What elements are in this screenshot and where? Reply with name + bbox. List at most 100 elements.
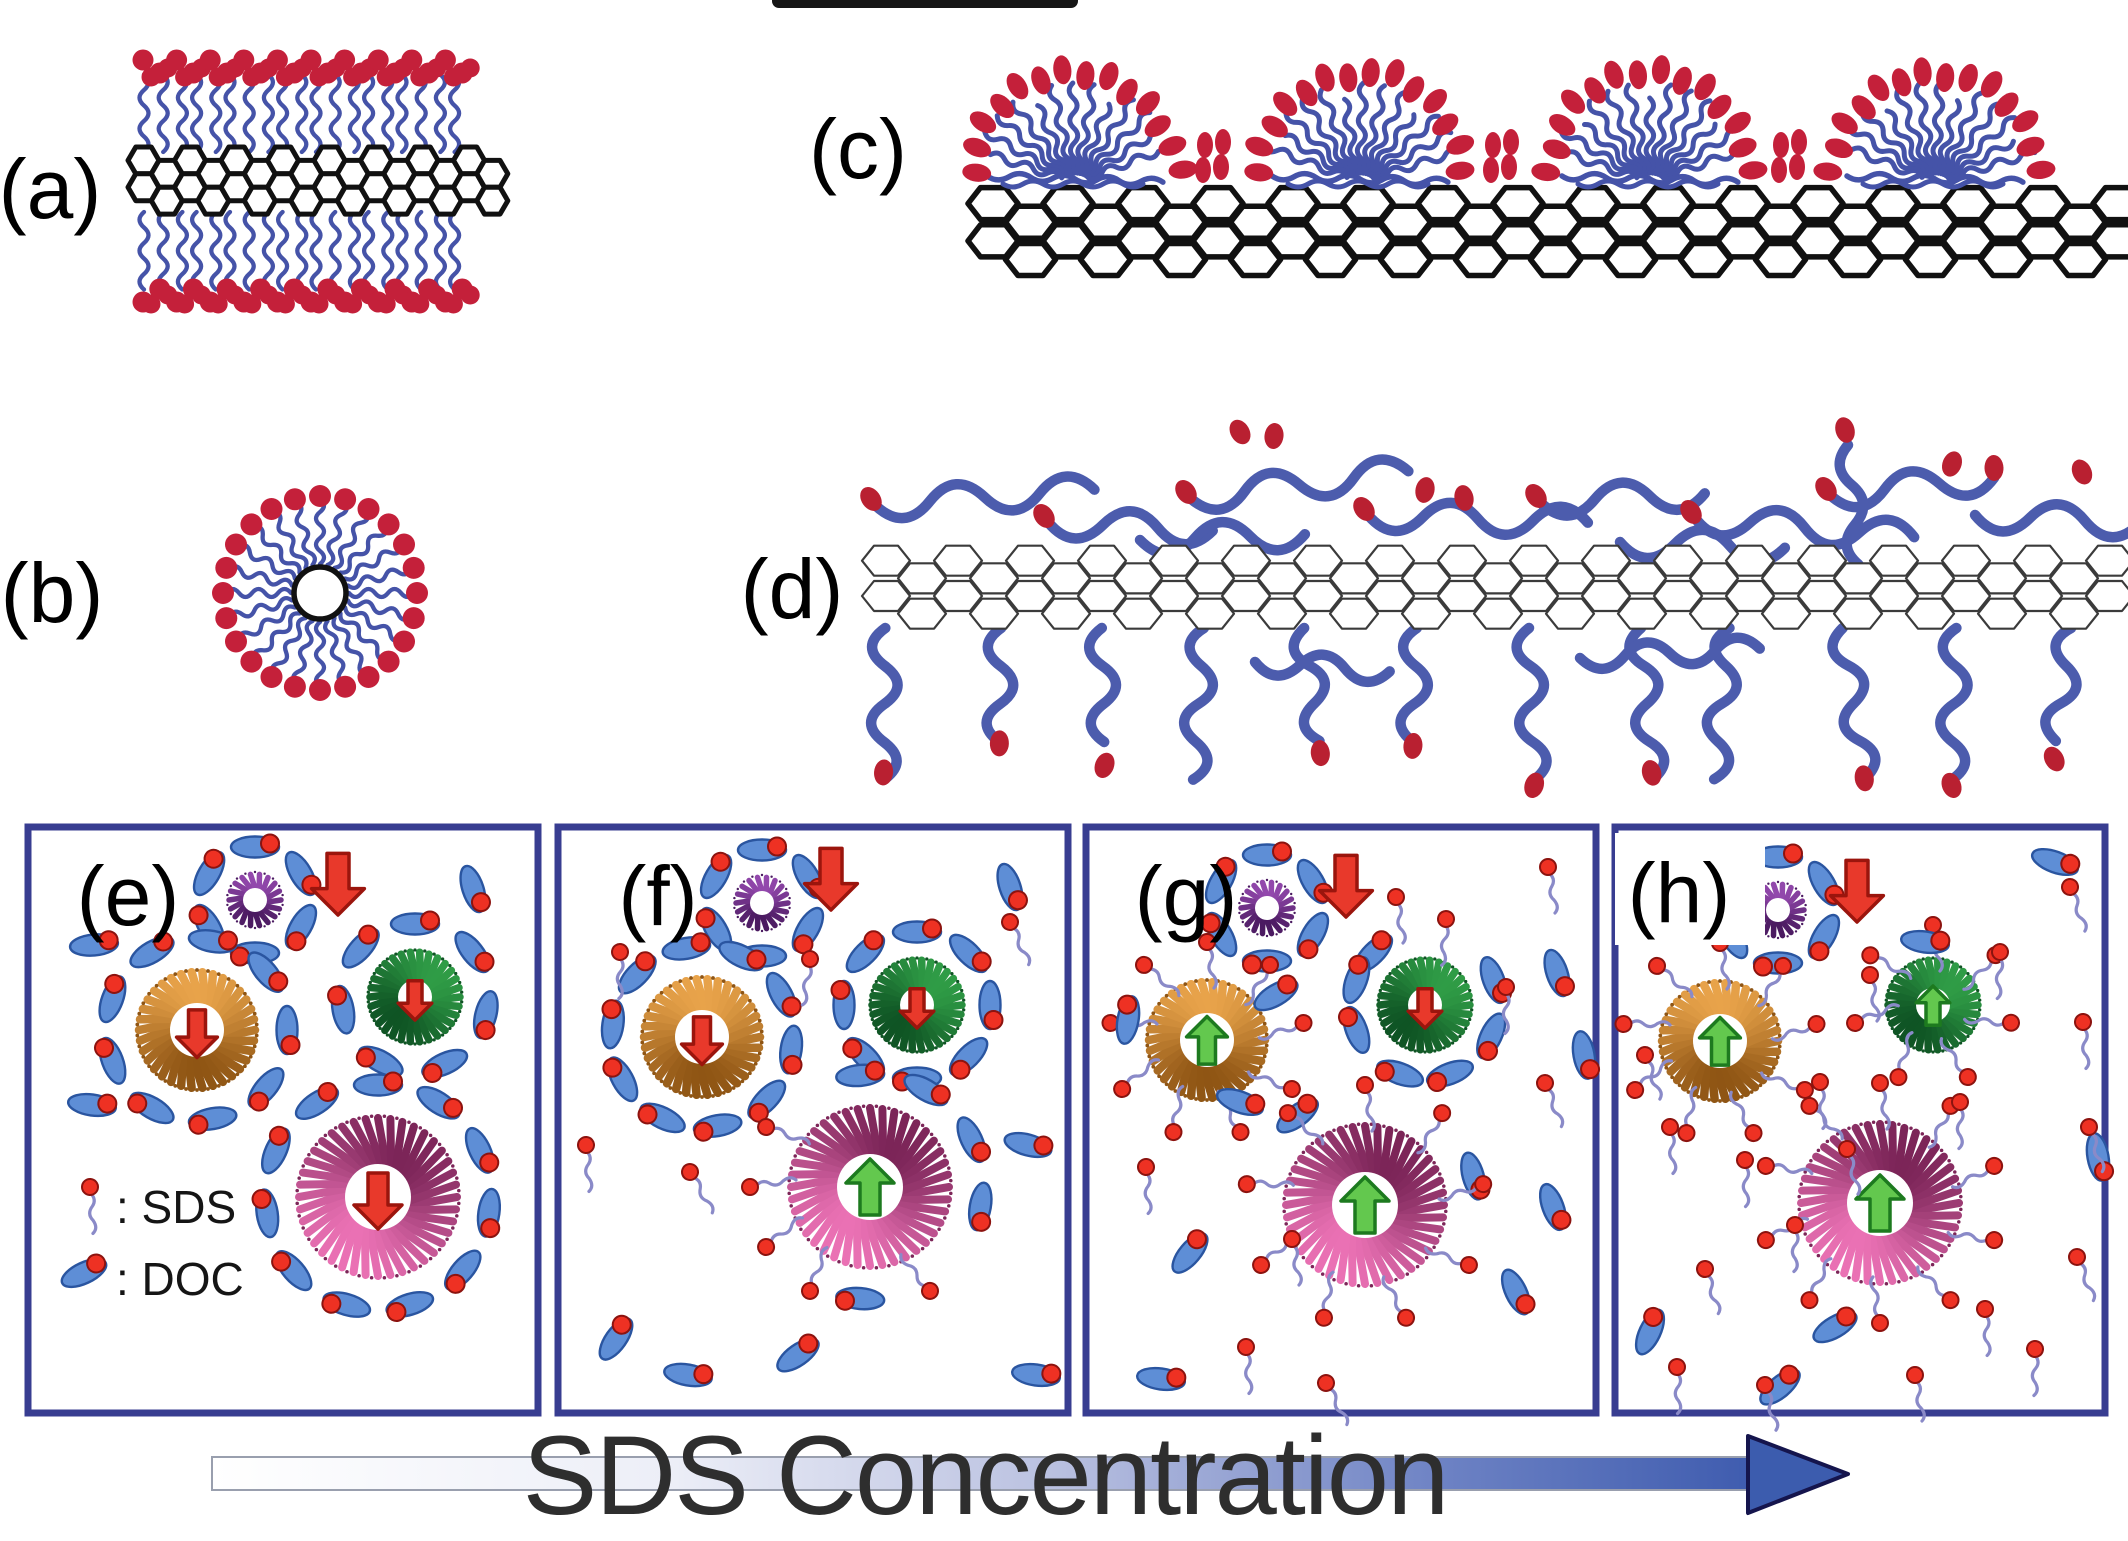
surfactant-head bbox=[215, 607, 238, 630]
doc-molecule bbox=[891, 918, 943, 944]
gradient-bar bbox=[211, 1456, 1751, 1491]
sds-molecule bbox=[1951, 1093, 1969, 1151]
doc-molecule bbox=[617, 951, 657, 995]
surfactant-tail bbox=[275, 72, 290, 155]
surfactant-head bbox=[175, 294, 195, 314]
doc-molecule bbox=[598, 1314, 634, 1361]
surfactant-head bbox=[860, 487, 882, 511]
doc-molecule bbox=[835, 1060, 886, 1088]
surfactant-tail bbox=[325, 500, 349, 568]
panel-label-h: (h) bbox=[1628, 846, 1731, 940]
surfactant-tail bbox=[309, 72, 323, 155]
surfactant-head bbox=[1672, 66, 1692, 95]
surfactant-tail bbox=[1395, 622, 1434, 748]
surfactant-tail bbox=[175, 209, 190, 292]
surfactant-head bbox=[1445, 161, 1475, 180]
surfactant-tail bbox=[189, 209, 204, 292]
panel-label-d: (d) bbox=[741, 542, 844, 636]
surfactant-head bbox=[1891, 68, 1912, 97]
hemimicelle bbox=[1244, 58, 1475, 190]
doc-molecule bbox=[352, 1071, 404, 1097]
surfactant-tail bbox=[1894, 86, 1934, 176]
surfactant-head bbox=[1006, 72, 1029, 100]
surfactant-tail bbox=[414, 209, 428, 292]
legend: : SDS : DOC bbox=[60, 1178, 244, 1305]
surfactant-tail bbox=[189, 72, 204, 155]
surfactant-tail bbox=[1689, 504, 1920, 551]
sds-molecule bbox=[1648, 956, 1694, 999]
surfactant-head bbox=[1851, 95, 1876, 120]
sds-molecule bbox=[1257, 1013, 1313, 1041]
sds-molecule bbox=[1861, 946, 1913, 980]
surfactant-head bbox=[266, 49, 288, 71]
doc-molecule bbox=[389, 910, 441, 936]
surfactant-tail bbox=[295, 209, 309, 292]
surfactant-head bbox=[334, 49, 356, 71]
sds-molecule bbox=[1756, 1376, 1780, 1432]
down-arrow-icon bbox=[898, 987, 936, 1030]
surfactant-head bbox=[224, 533, 247, 556]
surfactant-head bbox=[1415, 477, 1435, 503]
sds-molecule bbox=[1668, 1358, 1686, 1416]
surfactant-head bbox=[1501, 154, 1517, 180]
panel-box-h: (h) bbox=[1611, 823, 2115, 1432]
surfactant-head bbox=[1524, 772, 1545, 799]
surfactant-tail bbox=[1288, 622, 1330, 747]
surfactant-head bbox=[1941, 772, 1962, 799]
surfactant-tail bbox=[981, 622, 1019, 748]
surfactant-head bbox=[240, 513, 263, 536]
surfactant-tail bbox=[1884, 108, 1931, 177]
doc-molecule bbox=[602, 1056, 639, 1103]
surfactant-tail bbox=[331, 615, 370, 677]
sds-molecule bbox=[681, 1163, 715, 1215]
sds-molecule bbox=[1770, 1014, 1826, 1042]
sds-molecule bbox=[1135, 955, 1181, 998]
surfactant-head bbox=[1813, 162, 1843, 181]
surfactant-tail bbox=[1643, 95, 1657, 176]
down-arrow-icon bbox=[1317, 853, 1375, 919]
surfactant-head bbox=[1245, 136, 1274, 157]
down-arrow-icon bbox=[174, 1008, 220, 1060]
surfactant-head bbox=[377, 650, 400, 673]
surfactant-tail bbox=[1010, 99, 1070, 177]
doc-molecule bbox=[2030, 847, 2081, 877]
legend-doc-label: : DOC bbox=[116, 1253, 244, 1305]
surfactant-head bbox=[2026, 160, 2056, 180]
doc-molecule bbox=[127, 1091, 175, 1125]
surfactant-tail bbox=[1653, 88, 1694, 177]
sds-molecule bbox=[757, 1118, 812, 1146]
surfactant-head bbox=[2071, 459, 2093, 485]
surfactant-tail bbox=[1299, 96, 1356, 177]
surfactant-head bbox=[1353, 497, 1375, 521]
doc-molecule bbox=[444, 1249, 482, 1294]
surfactant-tail bbox=[1913, 81, 1938, 176]
surfactant-head bbox=[1604, 60, 1624, 89]
sds-molecule bbox=[1387, 888, 1407, 945]
surfactant-head bbox=[443, 294, 463, 314]
surfactant-tail bbox=[1362, 497, 1594, 540]
surfactant-tail bbox=[1655, 98, 1713, 177]
sds-molecule bbox=[2068, 1248, 2097, 1303]
surfactant-tail bbox=[328, 72, 342, 155]
panel-label-b: (b) bbox=[1, 546, 104, 640]
surfactant-head bbox=[1941, 451, 1963, 477]
surfactant-tail bbox=[361, 72, 376, 155]
sds-molecule bbox=[1137, 1158, 1155, 1216]
sds-molecule bbox=[1871, 1074, 1891, 1131]
surfactant-tail bbox=[1604, 88, 1648, 177]
doc-molecule bbox=[1634, 1306, 1666, 1356]
up-arrow-icon bbox=[1184, 1014, 1230, 1066]
legend-sds-label: : SDS bbox=[116, 1181, 236, 1233]
doc-molecule bbox=[663, 1362, 714, 1388]
surfactant-head bbox=[963, 137, 992, 158]
doc-molecule bbox=[1200, 911, 1238, 958]
sds-molecule bbox=[1963, 1013, 2021, 1032]
surfactant-tail bbox=[1581, 121, 1643, 178]
sds-molecule bbox=[1198, 933, 1218, 990]
surfactant-tail bbox=[1859, 108, 1928, 178]
doc-molecule bbox=[476, 1187, 502, 1239]
surfactant-head bbox=[393, 630, 416, 653]
surfactant-head bbox=[242, 294, 262, 314]
doc-molecule bbox=[187, 929, 239, 954]
surfactant-tail bbox=[1082, 110, 1153, 178]
